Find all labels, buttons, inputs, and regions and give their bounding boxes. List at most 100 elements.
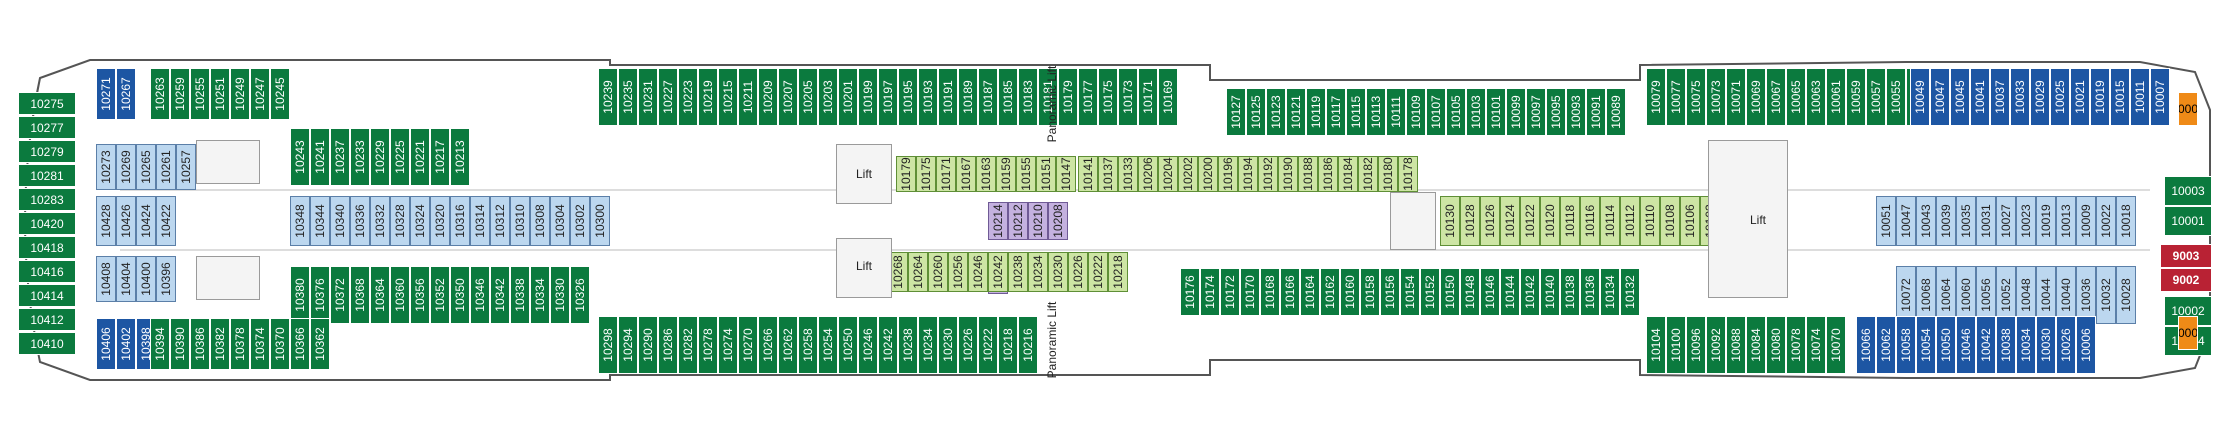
cabin-10394[interactable]: 10394 <box>150 318 170 370</box>
cabin-10147[interactable]: 10147 <box>1056 156 1076 192</box>
cabin-10226[interactable]: 10226 <box>1068 252 1088 292</box>
cabin-10266[interactable]: 10266 <box>758 316 778 374</box>
cabin-10029[interactable]: 10029 <box>2030 68 2050 126</box>
cabin-10273[interactable]: 10273 <box>96 144 116 190</box>
cabin-10320[interactable]: 10320 <box>430 196 450 246</box>
cabin-10352[interactable]: 10352 <box>430 266 450 324</box>
cabin-10038[interactable]: 10038 <box>1996 316 2016 374</box>
cabin-10217[interactable]: 10217 <box>430 128 450 186</box>
cabin-10213[interactable]: 10213 <box>450 128 470 186</box>
cabin-10059[interactable]: 10059 <box>1846 68 1866 126</box>
cabin-10100[interactable]: 10100 <box>1666 316 1686 374</box>
cabin-10122[interactable]: 10122 <box>1520 196 1540 246</box>
cabin-10218[interactable]: 10218 <box>1108 252 1128 292</box>
cabin-10230[interactable]: 10230 <box>1048 252 1068 292</box>
cabin-10167[interactable]: 10167 <box>956 156 976 192</box>
cabin-10117[interactable]: 10117 <box>1326 88 1346 136</box>
cabin-10368[interactable]: 10368 <box>350 266 370 324</box>
cabin-10412[interactable]: 10412 <box>18 308 76 331</box>
cabin-10374[interactable]: 10374 <box>250 318 270 370</box>
cabin-10342[interactable]: 10342 <box>490 266 510 324</box>
cabin-10021[interactable]: 10021 <box>2070 68 2090 126</box>
cabin-10261[interactable]: 10261 <box>156 144 176 190</box>
cabin-10249[interactable]: 10249 <box>230 68 250 120</box>
cabin-10034[interactable]: 10034 <box>2016 316 2036 374</box>
cabin-10302[interactable]: 10302 <box>570 196 590 246</box>
cabin-10033[interactable]: 10033 <box>2010 68 2030 126</box>
cabin-10137[interactable]: 10137 <box>1098 156 1118 192</box>
cabin-10207[interactable]: 10207 <box>778 68 798 126</box>
cabin-10032[interactable]: 10032 <box>2096 266 2116 324</box>
cabin-10247[interactable]: 10247 <box>250 68 270 120</box>
cabin-10125[interactable]: 10125 <box>1246 88 1266 136</box>
cabin-10282[interactable]: 10282 <box>678 316 698 374</box>
cabin-10078[interactable]: 10078 <box>1786 316 1806 374</box>
cabin-10121[interactable]: 10121 <box>1286 88 1306 136</box>
cabin-10364[interactable]: 10364 <box>370 266 390 324</box>
cabin-10088[interactable]: 10088 <box>1726 316 1746 374</box>
cabin-10312[interactable]: 10312 <box>490 196 510 246</box>
cabin-10096[interactable]: 10096 <box>1686 316 1706 374</box>
cabin-10195[interactable]: 10195 <box>898 68 918 126</box>
cabin-10031[interactable]: 10031 <box>1976 196 1996 246</box>
cabin-10201[interactable]: 10201 <box>838 68 858 126</box>
cabin-10188[interactable]: 10188 <box>1298 156 1318 192</box>
cabin-10428[interactable]: 10428 <box>96 196 116 246</box>
cabin-10205[interactable]: 10205 <box>798 68 818 126</box>
cabin-10062[interactable]: 10062 <box>1876 316 1896 374</box>
cabin-10324[interactable]: 10324 <box>410 196 430 246</box>
cabin-9002[interactable]: 9002 <box>2160 268 2212 292</box>
cabin-10270[interactable]: 10270 <box>738 316 758 374</box>
cabin-10150[interactable]: 10150 <box>1440 268 1460 316</box>
cabin-10141[interactable]: 10141 <box>1078 156 1098 192</box>
cabin-10027[interactable]: 10027 <box>1996 196 2016 246</box>
cabin-10338[interactable]: 10338 <box>510 266 530 324</box>
cabin-10230[interactable]: 10230 <box>938 316 958 374</box>
cabin-10344[interactable]: 10344 <box>310 196 330 246</box>
cabin-10362[interactable]: 10362 <box>310 318 330 370</box>
cabin-10071[interactable]: 10071 <box>1726 68 1746 126</box>
cabin-10243[interactable]: 10243 <box>290 128 310 186</box>
cabin-10278[interactable]: 10278 <box>698 316 718 374</box>
cabin-10420[interactable]: 10420 <box>18 212 76 235</box>
cabin-10009[interactable]: 10009 <box>2076 196 2096 246</box>
cabin-10211[interactable]: 10211 <box>738 68 758 126</box>
cabin-10227[interactable]: 10227 <box>658 68 678 126</box>
cabin-10378[interactable]: 10378 <box>230 318 250 370</box>
cabin-10214[interactable]: 10214 <box>988 202 1008 240</box>
cabin-10215[interactable]: 10215 <box>718 68 738 126</box>
cabin-10231[interactable]: 10231 <box>638 68 658 126</box>
cabin-10408[interactable]: 10408 <box>96 256 116 302</box>
cabin-10200[interactable]: 10200 <box>1198 156 1218 192</box>
cabin-10238[interactable]: 10238 <box>1008 252 1028 292</box>
cabin-10171[interactable]: 10171 <box>936 156 956 192</box>
cabin-10246[interactable]: 10246 <box>858 316 878 374</box>
cabin-10006[interactable]: 10006 <box>2178 316 2198 350</box>
cabin-10286[interactable]: 10286 <box>658 316 678 374</box>
cabin-10067[interactable]: 10067 <box>1766 68 1786 126</box>
cabin-10173[interactable]: 10173 <box>1118 68 1138 126</box>
cabin-10140[interactable]: 10140 <box>1540 268 1560 316</box>
cabin-10166[interactable]: 10166 <box>1280 268 1300 316</box>
cabin-10186[interactable]: 10186 <box>1318 156 1338 192</box>
cabin-10163[interactable]: 10163 <box>976 156 996 192</box>
cabin-10194[interactable]: 10194 <box>1238 156 1258 192</box>
cabin-10404[interactable]: 10404 <box>116 256 136 302</box>
cabin-10241[interactable]: 10241 <box>310 128 330 186</box>
cabin-10366[interactable]: 10366 <box>290 318 310 370</box>
cabin-10158[interactable]: 10158 <box>1360 268 1380 316</box>
cabin-10046[interactable]: 10046 <box>1956 316 1976 374</box>
cabin-10298[interactable]: 10298 <box>598 316 618 374</box>
cabin-10199[interactable]: 10199 <box>858 68 878 126</box>
cabin-10256[interactable]: 10256 <box>948 252 968 292</box>
cabin-10073[interactable]: 10073 <box>1706 68 1726 126</box>
cabin-10105[interactable]: 10105 <box>1446 88 1466 136</box>
cabin-10093[interactable]: 10093 <box>1566 88 1586 136</box>
cabin-10030[interactable]: 10030 <box>2036 316 2056 374</box>
cabin-10234[interactable]: 10234 <box>918 316 938 374</box>
cabin-10005[interactable]: 10005 <box>2178 92 2198 126</box>
cabin-10418[interactable]: 10418 <box>18 236 76 259</box>
cabin-10277[interactable]: 10277 <box>18 116 76 139</box>
cabin-10250[interactable]: 10250 <box>838 316 858 374</box>
cabin-10271[interactable]: 10271 <box>96 68 116 120</box>
